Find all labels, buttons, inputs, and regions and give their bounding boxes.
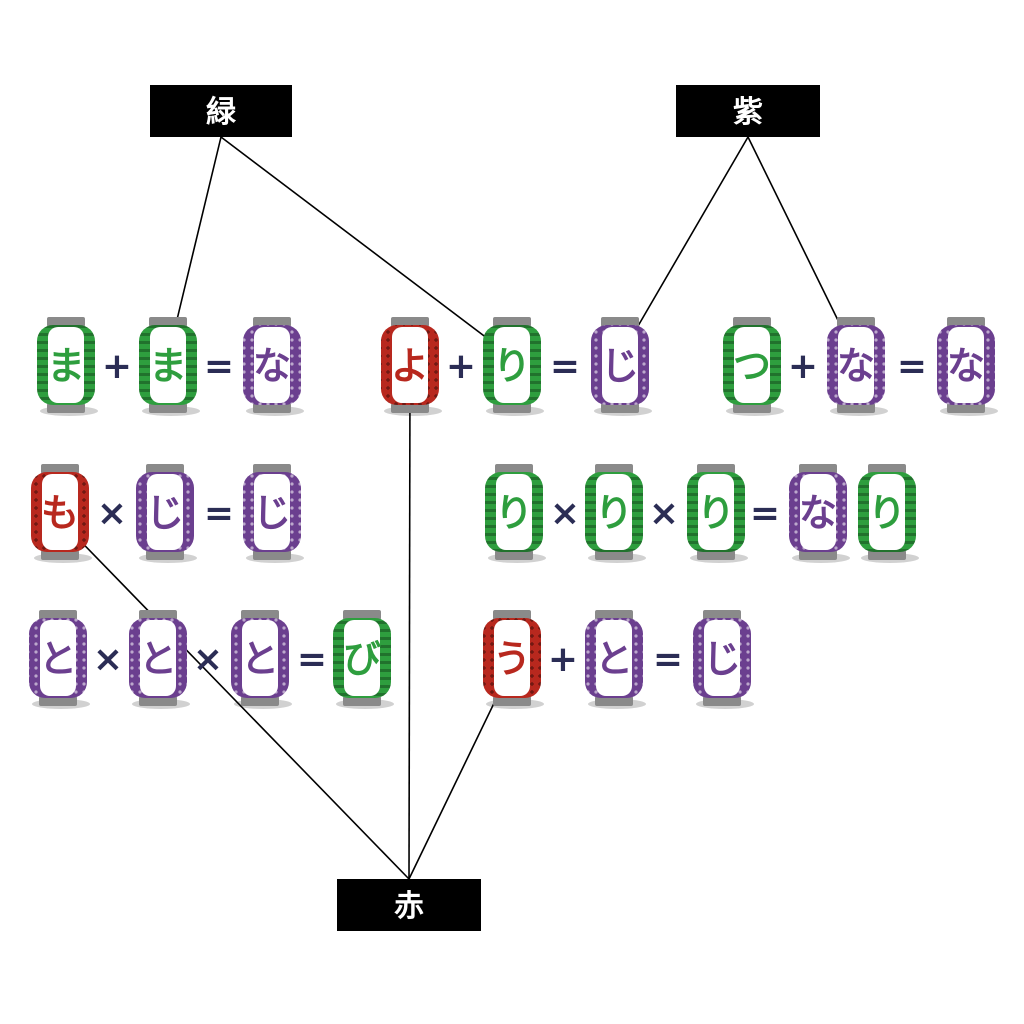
equation-eq6: と × と × と = び [29, 610, 394, 709]
operator: = [550, 346, 580, 387]
purple-label-text: 紫 [733, 95, 763, 130]
lantern-green: ま [139, 317, 200, 416]
red-label-text: 赤 [394, 889, 424, 924]
lantern-kana: り [495, 491, 533, 535]
lantern-purple: な [937, 317, 998, 416]
lantern-purple: と [129, 610, 190, 709]
equation-eq2: よ + り = じ [381, 317, 652, 416]
lantern-purple: じ [693, 610, 754, 709]
lantern-kana: じ [601, 344, 639, 388]
operator: + [102, 346, 132, 387]
operator: × [649, 493, 679, 534]
lantern-kana: よ [391, 344, 429, 388]
lantern-kana: な [947, 344, 985, 388]
lantern-kana: も [41, 491, 79, 535]
lantern-kana: な [837, 344, 875, 388]
operator: + [788, 346, 818, 387]
lantern-purple: じ [136, 464, 197, 563]
lantern-kana: と [595, 637, 633, 681]
lantern-red: も [31, 464, 92, 563]
lantern-kana: り [868, 491, 906, 535]
color-labels: 緑 紫赤 [150, 85, 820, 931]
lantern-kana: び [343, 637, 381, 681]
lantern-kana: な [253, 344, 291, 388]
operator: + [446, 346, 476, 387]
lantern-green: り [858, 464, 919, 563]
connector-lines [59, 136, 857, 880]
lantern-kana: と [139, 637, 177, 681]
green-label-text: 緑 [206, 95, 237, 130]
lantern-kana: と [39, 637, 77, 681]
operator: = [204, 346, 234, 387]
lantern-kana: つ [733, 344, 771, 388]
equation-eq4: も × じ = じ [31, 464, 304, 563]
operator: × [97, 493, 127, 534]
lantern-kana: り [595, 491, 633, 535]
connector-line [408, 372, 411, 880]
purple-label: 紫 [676, 85, 820, 137]
connector-line [220, 136, 513, 358]
equation-eq5: り×り×り=なり [485, 464, 919, 563]
lantern-kana: じ [146, 491, 184, 535]
equation-eq1: ま + ま = な [37, 317, 304, 416]
lantern-green: り [585, 464, 646, 563]
lantern-purple: じ [591, 317, 652, 416]
lantern-purple: な [789, 464, 850, 563]
lantern-kana: ま [47, 344, 85, 388]
operator: = [750, 493, 780, 534]
operator: = [297, 639, 327, 680]
lantern-purple: と [231, 610, 292, 709]
lantern-kana: じ [703, 637, 741, 681]
connector-line [619, 136, 749, 358]
lantern-purple: な [827, 317, 888, 416]
operator: × [193, 639, 223, 680]
operator: = [653, 639, 683, 680]
equation-eq3: つ + な = な [723, 317, 998, 416]
lantern-kana: と [241, 637, 279, 681]
lantern-kana: り [697, 491, 735, 535]
operator: × [550, 493, 580, 534]
lantern-green: つ [723, 317, 784, 416]
equation-eq7: う + と = じ [483, 610, 754, 709]
lantern-kana: う [493, 637, 531, 681]
lantern-purple: じ [243, 464, 304, 563]
operator: × [93, 639, 123, 680]
lantern-kana: ま [149, 344, 187, 388]
green-label: 緑 [150, 85, 292, 137]
red-label: 赤 [337, 879, 481, 931]
lantern-purple: な [243, 317, 304, 416]
lantern-red: よ [381, 317, 442, 416]
connector-line [59, 519, 410, 880]
lantern-kana: じ [253, 491, 291, 535]
lantern-green: ま [37, 317, 98, 416]
lantern-kana: り [493, 344, 531, 388]
operator: + [548, 639, 578, 680]
operator: = [897, 346, 927, 387]
lantern-purple: と [585, 610, 646, 709]
lantern-green: び [333, 610, 394, 709]
equations: ま+ま=なよ+り=じつ+な=なも×じ=じり×り×り=なりと×と×と=びう+と=じ [29, 317, 998, 709]
lantern-kana: な [799, 491, 837, 535]
lantern-red: う [483, 610, 544, 709]
lantern-purple: と [29, 610, 90, 709]
operator: = [204, 493, 234, 534]
lantern-green: り [483, 317, 544, 416]
lantern-green: り [485, 464, 546, 563]
lantern-green: り [687, 464, 748, 563]
